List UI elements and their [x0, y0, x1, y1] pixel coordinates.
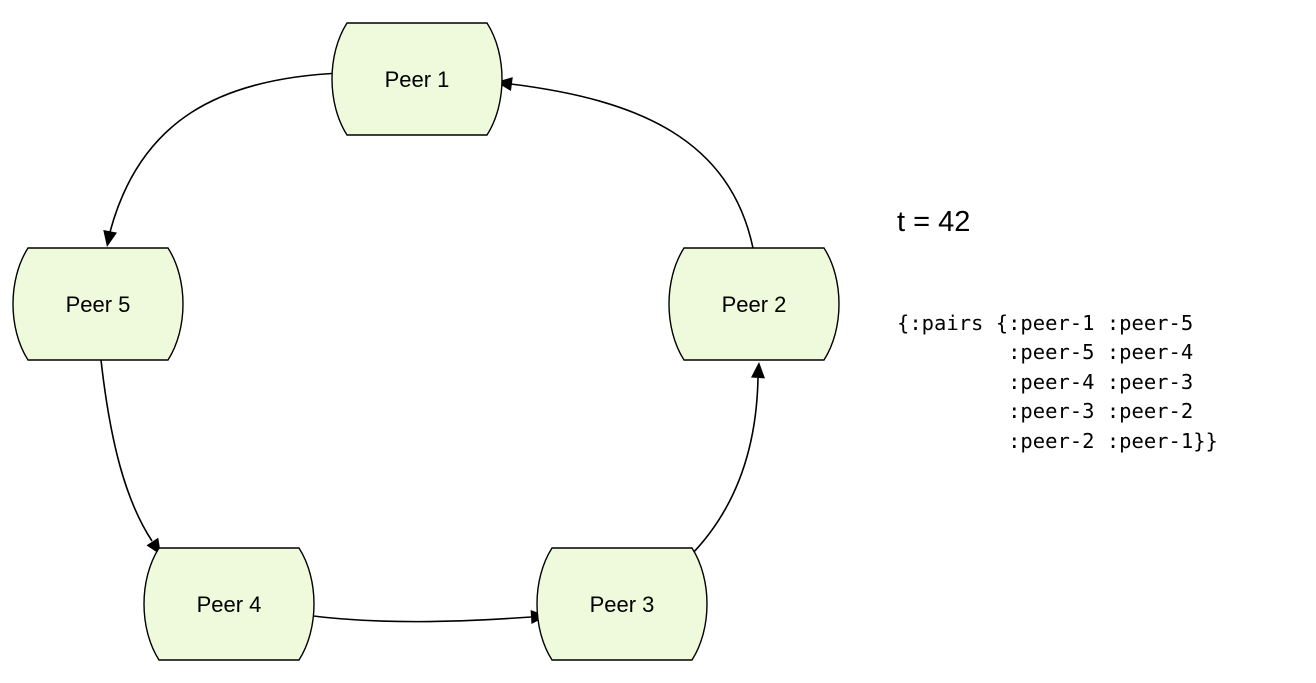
node-shape [331, 22, 503, 136]
node-peer-2: Peer 2 [668, 247, 840, 361]
time-label: t = 42 [897, 206, 971, 238]
pairs-map-text: {:pairs {:peer-1 :peer-5 :peer-5 :peer-4… [897, 311, 1218, 453]
node-label: Peer 5 [66, 292, 131, 317]
arrow-head [751, 362, 765, 379]
edge-peer-2-to-peer-1 [496, 77, 754, 249]
edge-line [510, 83, 754, 249]
node-shape [143, 547, 315, 661]
node-peer-3: Peer 3 [536, 547, 708, 661]
node-shape [536, 547, 708, 661]
node-shape [12, 247, 184, 361]
node-peer-5: Peer 5 [12, 247, 184, 361]
edge-peer-3-to-peer-2 [689, 362, 765, 557]
node-label: Peer 2 [722, 292, 787, 317]
node-label: Peer 3 [590, 592, 655, 617]
edge-peer-5-to-peer-4 [100, 359, 161, 555]
node-peer-4: Peer 4 [143, 547, 315, 661]
arrow-head [496, 77, 513, 92]
arrow-head [103, 229, 118, 247]
node-shape [668, 247, 840, 361]
edge-peer-1-to-peer-5 [103, 72, 343, 247]
edge-line [304, 614, 532, 623]
edge-peer-4-to-peer-3 [304, 610, 547, 624]
edge-line [689, 377, 759, 557]
node-label: Peer 1 [385, 67, 450, 92]
edge-line [109, 72, 343, 233]
node-label: Peer 4 [197, 592, 262, 617]
edge-line [100, 359, 153, 542]
node-peer-1: Peer 1 [331, 22, 503, 136]
